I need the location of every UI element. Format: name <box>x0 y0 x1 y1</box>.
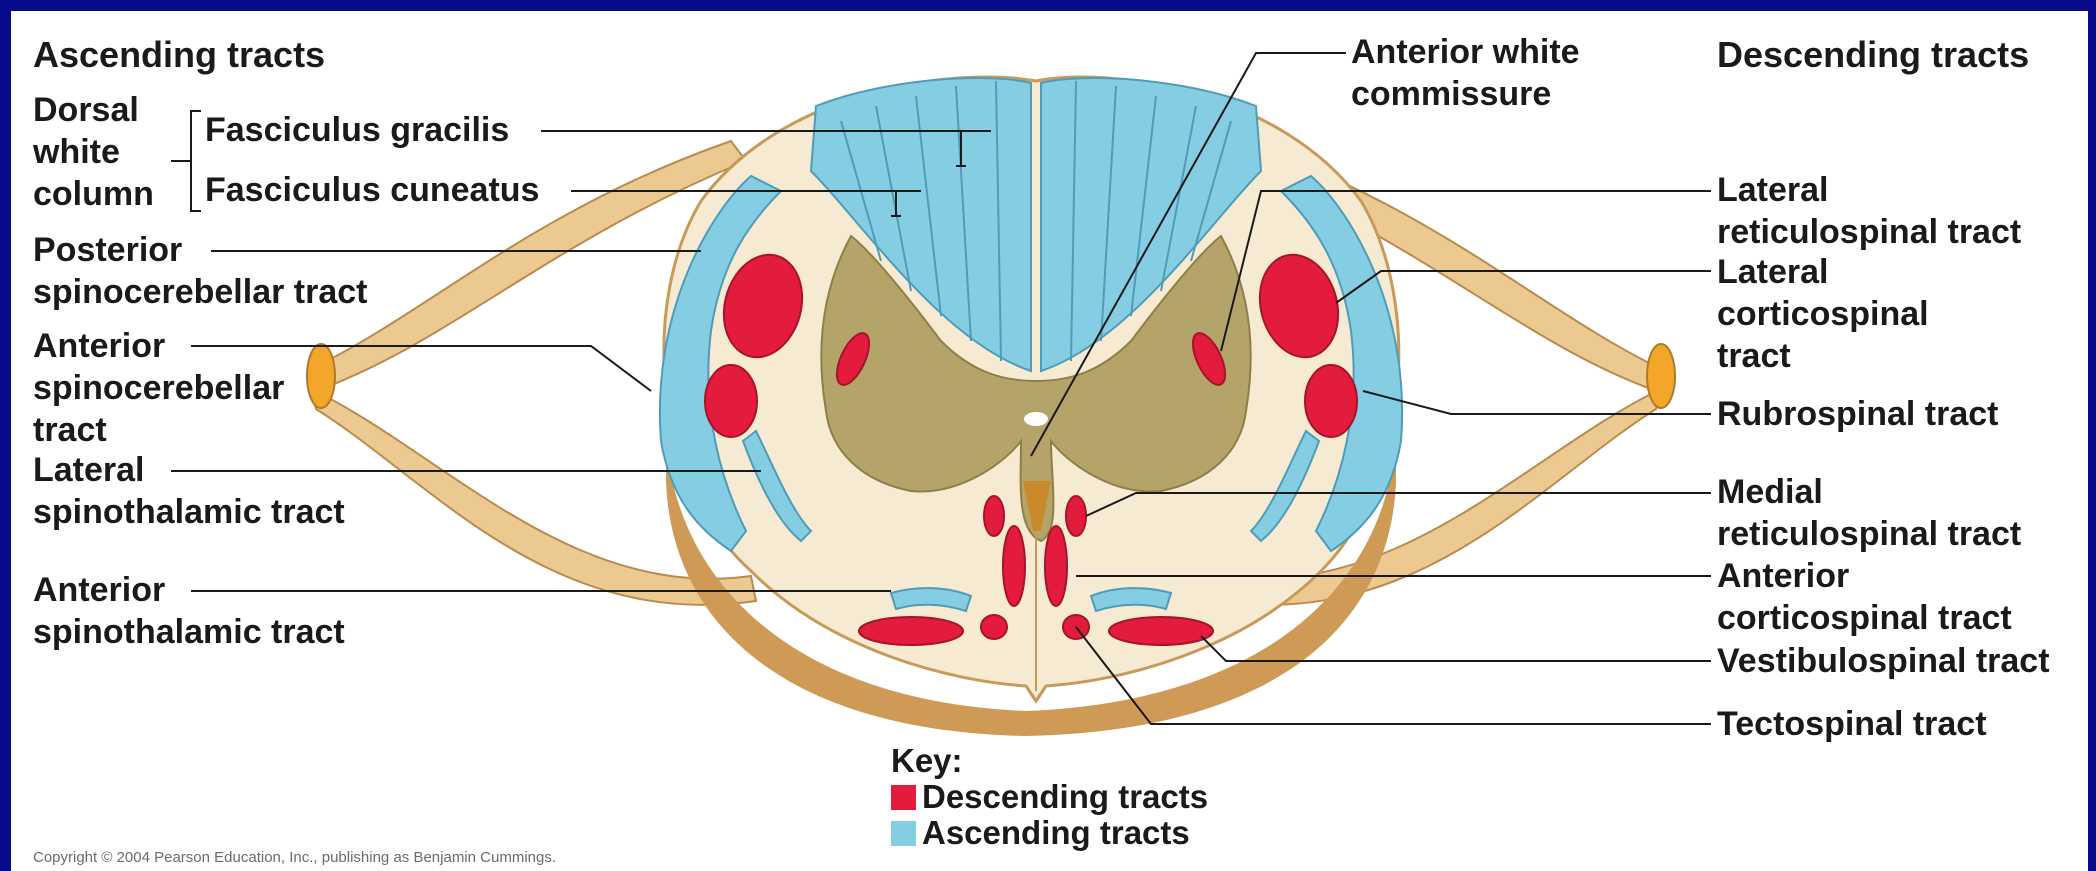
label-line: commissure <box>1351 75 1552 113</box>
anterior-spinocerebellar-label: Anterior spinocerebellar tract <box>33 325 284 451</box>
label-line: tract <box>33 411 107 449</box>
label-line: reticulospinal tract <box>1717 515 2022 553</box>
lateral-corticospinal-label: Lateral corticospinal tract <box>1717 251 1929 377</box>
label-line: Anterior white <box>1351 33 1580 71</box>
legend: Key: Descending tracts Ascending tracts <box>891 743 1208 851</box>
label-line: spinothalamic tract <box>33 613 345 651</box>
label-line: Anterior <box>1717 557 1850 595</box>
left-descending-tracts <box>704 253 1026 646</box>
legend-item-ascending: Ascending tracts <box>891 815 1208 851</box>
label-line: Posterior <box>33 231 183 269</box>
label-line: Anterior <box>33 571 166 609</box>
label-line: reticulospinal tract <box>1717 213 2022 251</box>
anterior-spinothalamic-label: Anterior spinothalamic tract <box>33 569 345 653</box>
label-line: spinocerebellar tract <box>33 273 368 311</box>
anterior-ascending-tracts <box>741 429 1321 613</box>
dorsal-white-column-line: white <box>33 133 120 171</box>
right-descending-tracts <box>1044 253 1358 646</box>
lateral-reticulospinal-label: Lateral reticulospinal tract <box>1717 169 2021 253</box>
left-lateral-ascending-band <box>658 174 783 553</box>
anterior-white-commissure-label: Anterior white commissure <box>1351 31 1580 115</box>
dorsal-columns <box>809 77 1263 373</box>
descending-tracts-header: Descending tracts <box>1717 34 2030 75</box>
label-line: Lateral <box>33 451 145 489</box>
anterior-median-fissure-top <box>1023 481 1051 531</box>
ascending-tracts-header: Ascending tracts <box>33 34 326 75</box>
dorsal-white-column-line: column <box>33 175 154 213</box>
tectospinal-label: Tectospinal tract <box>1717 705 1987 743</box>
ascending-swatch <box>891 820 916 846</box>
descending-swatch <box>891 784 916 810</box>
dorsal-white-column-line: Dorsal <box>33 91 139 129</box>
left-spinal-nerve-cut <box>306 343 336 409</box>
leader-lines <box>171 52 1711 725</box>
label-line: spinocerebellar <box>33 369 285 407</box>
dorsal-white-column-label: Dorsal white column <box>33 89 154 215</box>
label-line: Medial <box>1717 473 1823 511</box>
legend-item-descending: Descending tracts <box>891 779 1208 815</box>
legend-title: Key: <box>891 742 963 779</box>
label-line: Anterior <box>33 327 166 365</box>
right-spinal-nerve-cut <box>1646 343 1676 409</box>
legend-label: Descending tracts <box>922 778 1209 815</box>
copyright-credit: Copyright © 2004 Pearson Education, Inc.… <box>33 849 557 866</box>
spinal-cord-cross-section <box>171 52 1711 736</box>
legend-label: Ascending tracts <box>922 814 1190 851</box>
fasciculus-cuneatus-label: Fasciculus cuneatus <box>205 171 540 209</box>
rubrospinal-label: Rubrospinal tract <box>1717 395 1999 433</box>
label-line: corticospinal tract <box>1717 599 2012 637</box>
central-canal <box>1024 412 1048 426</box>
vestibulospinal-label: Vestibulospinal tract <box>1717 642 2050 680</box>
posterior-spinocerebellar-label: Posterior spinocerebellar tract <box>33 229 367 313</box>
right-lateral-ascending-band <box>1279 174 1404 553</box>
label-line: Lateral <box>1717 253 1829 291</box>
label-line: tract <box>1717 337 1791 375</box>
label-line: Lateral <box>1717 171 1829 209</box>
medial-reticulospinal-label: Medial reticulospinal tract <box>1717 471 2021 555</box>
anterior-corticospinal-label: Anterior corticospinal tract <box>1717 555 2012 639</box>
lateral-spinothalamic-label: Lateral spinothalamic tract <box>33 449 345 533</box>
fasciculus-gracilis-label: Fasciculus gracilis <box>205 111 510 149</box>
label-line: corticospinal <box>1717 295 1929 333</box>
label-line: spinothalamic tract <box>33 493 345 531</box>
diagram-panel: Ascending tracts Descending tracts Dorsa… <box>11 11 2088 871</box>
gray-matter <box>820 234 1252 543</box>
